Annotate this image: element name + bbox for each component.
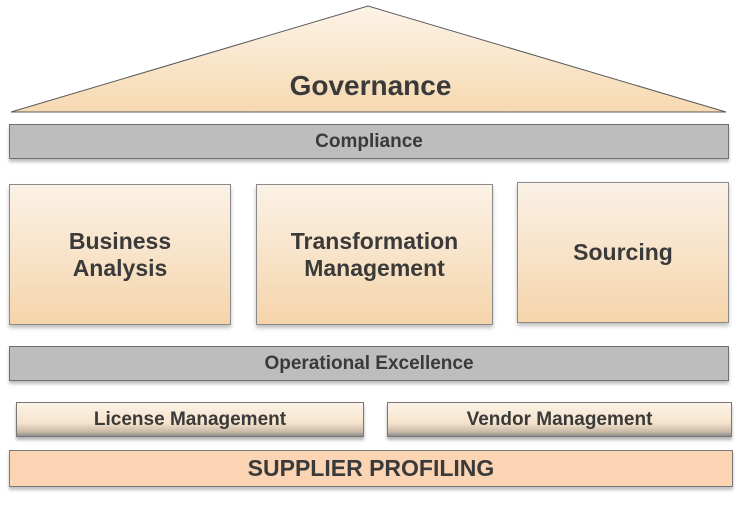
pillar-business-analysis: Business Analysis [9, 184, 231, 325]
pillar-sourcing: Sourcing [517, 182, 729, 323]
compliance-beam: Compliance [9, 124, 729, 159]
pillar-label: Business Analysis [68, 227, 172, 281]
supplier-profiling-foundation: SUPPLIER PROFILING [9, 450, 733, 487]
pillar-label: Transformation Management [290, 227, 459, 281]
sub-block-label: Vendor Management [466, 408, 653, 430]
foundation-label: SUPPLIER PROFILING [247, 455, 495, 481]
governance-roof [10, 5, 727, 113]
operational-excellence-label: Operational Excellence [264, 352, 474, 374]
operational-excellence-beam: Operational Excellence [9, 346, 729, 381]
compliance-label: Compliance [315, 130, 423, 152]
sub-block-label: License Management [93, 408, 287, 430]
pillar-transformation-management: Transformation Management [256, 184, 493, 325]
roof-triangle [10, 5, 727, 113]
roof-label: Governance [289, 70, 452, 101]
vendor-management-block: Vendor Management [387, 402, 732, 437]
license-management-block: License Management [16, 402, 364, 437]
pillar-label: Sourcing [573, 239, 673, 265]
